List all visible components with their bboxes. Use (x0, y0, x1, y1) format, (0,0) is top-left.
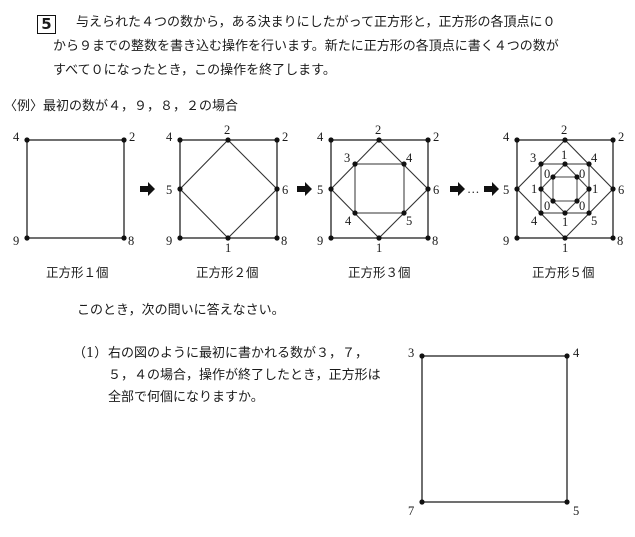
svg-text:8: 8 (617, 234, 623, 248)
svg-text:0: 0 (579, 199, 585, 213)
figure-5-caption: 正方形５個 (532, 265, 595, 280)
problem-number: 5 (37, 15, 56, 34)
example-heading: 〈例〉最初の数が４，９，８，２の場合 (4, 99, 239, 114)
vertex-label: 4 (13, 130, 20, 144)
svg-text:2: 2 (433, 130, 439, 144)
svg-text:9: 9 (166, 234, 172, 248)
figure-2-caption: 正方形２個 (196, 265, 259, 280)
svg-text:5: 5 (317, 183, 323, 197)
svg-text:6: 6 (433, 183, 439, 197)
vertex-label: 8 (128, 234, 134, 248)
svg-text:2: 2 (561, 123, 567, 137)
arrow-right-icon (450, 182, 465, 196)
intro-line-1: 与えられた４つの数から，ある決まりにしたがって正方形と，正方形の各頂点に０ (76, 15, 556, 30)
svg-text:4: 4 (406, 151, 413, 165)
question-1-line-3: 全部で何個になりますか。 (108, 390, 264, 405)
svg-text:2: 2 (375, 123, 381, 137)
vertex-label: 9 (13, 234, 19, 248)
figure-5-squares: 4 2 9 8 2 5 6 1 3 4 4 5 1 1 1 1 0 0 0 0 (503, 123, 624, 255)
svg-text:4: 4 (166, 130, 173, 144)
svg-text:2: 2 (282, 130, 288, 144)
intro-line-3: すべて０になったとき，この操作を終了します。 (53, 63, 336, 78)
arrow-right-icon (297, 182, 312, 196)
svg-text:2: 2 (618, 130, 624, 144)
svg-text:3: 3 (530, 151, 536, 165)
svg-text:4: 4 (345, 214, 352, 228)
arrow-right-icon (140, 182, 155, 196)
svg-text:3: 3 (408, 346, 414, 360)
question-1-square: 3 4 7 5 (408, 346, 580, 518)
svg-text:1: 1 (561, 148, 567, 162)
svg-text:5: 5 (591, 214, 597, 228)
svg-text:1: 1 (562, 215, 568, 229)
intro-line-2: から９までの整数を書き込む操作を行います。新たに正方形の各頂点に書く４つの数が (53, 39, 559, 54)
instruction-text: このとき，次の問いに答えなさい。 (77, 303, 285, 318)
svg-text:2: 2 (224, 123, 230, 137)
svg-text:1: 1 (592, 182, 598, 196)
svg-text:0: 0 (544, 167, 550, 181)
svg-text:5: 5 (573, 504, 579, 518)
svg-text:5: 5 (166, 183, 172, 197)
svg-text:4: 4 (573, 346, 580, 360)
svg-text:9: 9 (503, 234, 509, 248)
svg-text:4: 4 (503, 130, 510, 144)
svg-text:8: 8 (432, 234, 438, 248)
svg-text:8: 8 (281, 234, 287, 248)
svg-text:4: 4 (531, 214, 538, 228)
svg-text:1: 1 (562, 241, 568, 255)
question-1-line-2: ５，４の場合，操作が終了したとき，正方形は (108, 368, 381, 383)
svg-text:5: 5 (406, 214, 412, 228)
svg-text:7: 7 (408, 504, 414, 518)
figure-1-caption: 正方形１個 (46, 265, 109, 280)
svg-text:6: 6 (618, 183, 624, 197)
svg-text:9: 9 (317, 234, 323, 248)
svg-text:1: 1 (376, 241, 382, 255)
svg-text:1: 1 (531, 182, 537, 196)
svg-text:6: 6 (282, 183, 288, 197)
figure-3-caption: 正方形３個 (348, 265, 411, 280)
arrow-right-icon (484, 182, 499, 196)
svg-text:0: 0 (544, 199, 550, 213)
svg-text:0: 0 (579, 167, 585, 181)
question-1-line-1: 右の図のように最初に書かれる数が３，７， (108, 346, 369, 361)
vertex-label: 2 (129, 130, 135, 144)
figure-1-squares: 4 2 9 8 (13, 130, 135, 248)
svg-text:4: 4 (591, 151, 598, 165)
question-1-label: （1） (73, 346, 108, 361)
svg-text:5: 5 (503, 183, 509, 197)
svg-text:3: 3 (344, 151, 350, 165)
ellipsis: … (467, 182, 480, 196)
svg-text:1: 1 (225, 241, 231, 255)
svg-text:4: 4 (317, 130, 324, 144)
figure-2-squares: 4 2 9 8 2 5 6 1 (166, 123, 288, 255)
figure-3-squares: 4 2 9 8 2 5 6 1 3 4 4 5 (317, 123, 439, 255)
